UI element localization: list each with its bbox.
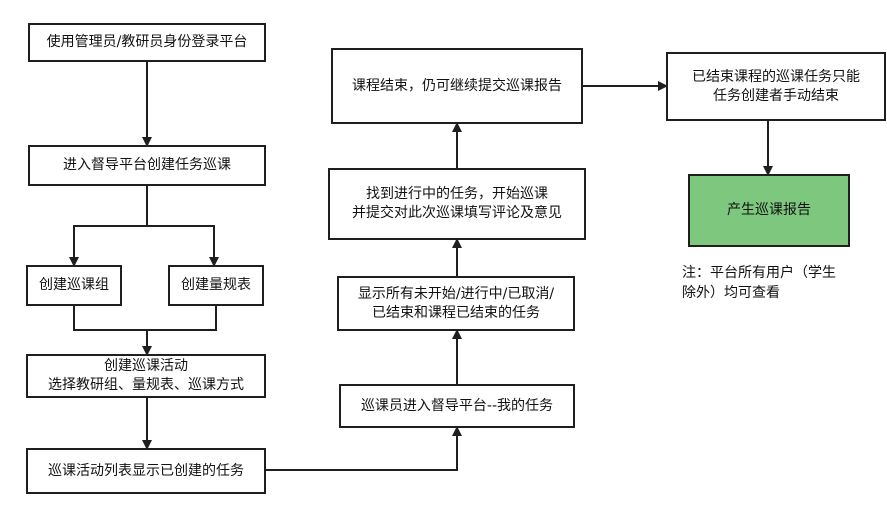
show-tasks-node: 显示所有未开始/进行中/已取消/ 已结束和课程已结束的任务	[337, 276, 575, 331]
report-label: 产生巡课报告	[727, 202, 811, 218]
connector-list-to-inspector	[266, 426, 462, 471]
enter-platform-label: 进入督导平台创建任务巡课	[63, 157, 231, 173]
show-tasks-label: 显示所有未开始/进行中/已取消/ 已结束和课程已结束的任务	[357, 285, 555, 321]
course-ended-node: 课程结束，仍可继续提交巡课报告	[331, 48, 583, 124]
inspector-enter-label: 巡课员进入督导平台--我的任务	[360, 397, 554, 414]
create-scale-node: 创建量规表	[168, 265, 264, 306]
start-inspection-label: 找到进行中的任务，开始巡课 并提交对此次巡课填写评论及意见	[352, 186, 562, 221]
end-by-creator-label: 已结束课程的巡课任务只能 任务创建者手动结束	[692, 68, 860, 104]
report-node: 产生巡课报告	[688, 174, 850, 247]
inspector-enter-node: 巡课员进入督导平台--我的任务	[339, 384, 575, 428]
login-label: 使用管理员/教研员身份登录平台	[46, 34, 248, 50]
connector-split-to-scale	[147, 225, 219, 267]
create-group-node: 创建巡课组	[26, 265, 122, 306]
connector-enter-to-split	[69, 186, 148, 267]
connector-group-merge	[73, 306, 147, 331]
activity-list-node: 巡课活动列表显示已创建的任务	[26, 448, 266, 494]
login-node: 使用管理员/教研员身份登录平台	[28, 23, 266, 62]
connector-scale-merge	[147, 306, 217, 331]
visibility-note: 注：平台所有用户（学生 除外）均可查看	[682, 265, 836, 301]
create-activity-node: 创建巡课活动 选择教研组、量规表、巡课方式	[26, 354, 266, 398]
start-inspection-node: 找到进行中的任务，开始巡课 并提交对此次巡课填写评论及意见	[328, 168, 586, 240]
enter-platform-node: 进入督导平台创建任务巡课	[28, 145, 266, 186]
create-group-label: 创建巡课组	[39, 277, 109, 293]
create-scale-label: 创建量规表	[181, 277, 251, 293]
course-ended-label: 课程结束，仍可继续提交巡课报告	[352, 77, 562, 94]
create-activity-label: 创建巡课活动 选择教研组、量规表、巡课方式	[48, 358, 244, 393]
activity-list-label: 巡课活动列表显示已创建的任务	[48, 462, 244, 479]
end-by-creator-node: 已结束课程的巡课任务只能 任务创建者手动结束	[666, 52, 886, 121]
